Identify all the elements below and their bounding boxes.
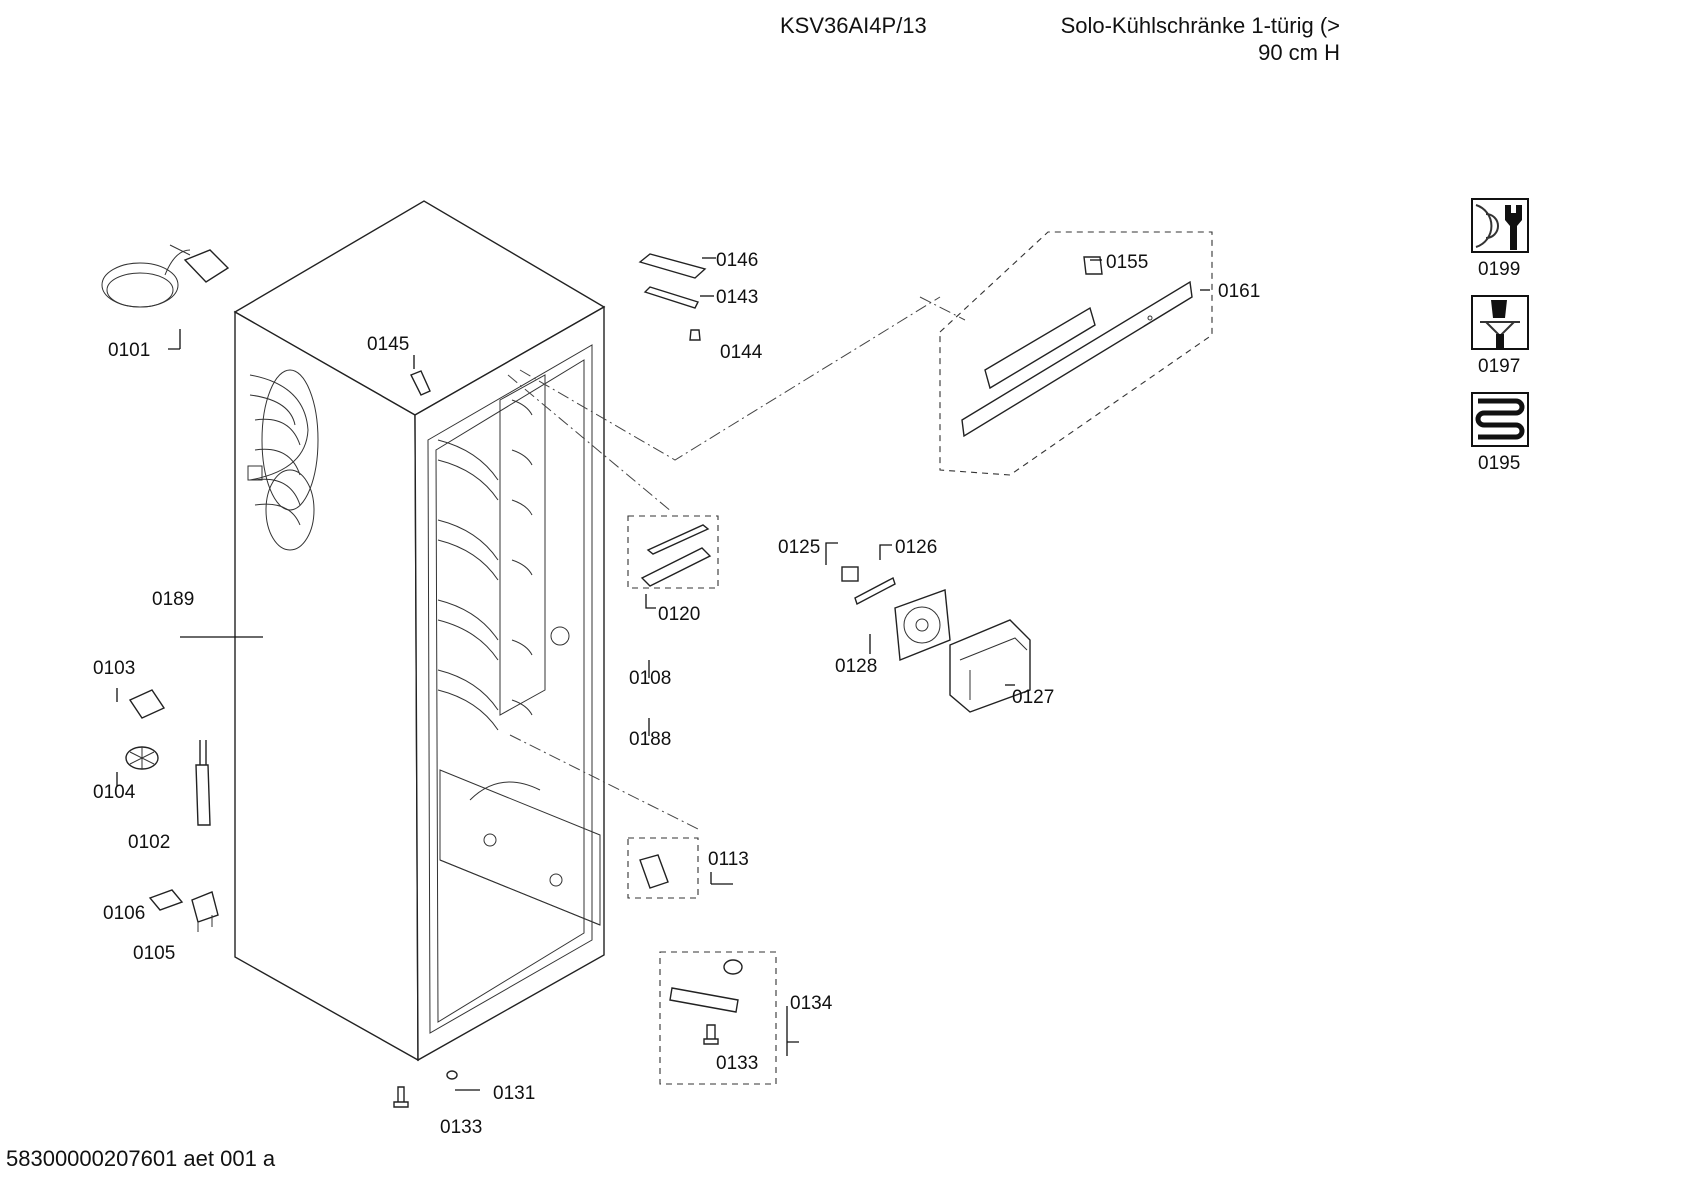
group-box-0120 xyxy=(627,515,719,589)
part-label-0102: 0102 xyxy=(128,832,170,853)
knob-part xyxy=(125,746,159,770)
category-title: Solo-Kühlschränke 1-türig (> 90 cm H xyxy=(1010,12,1340,66)
part-label-0144: 0144 xyxy=(720,342,763,363)
part-label-0133-hinge: 0133 xyxy=(716,1053,758,1074)
part-label-0104: 0104 xyxy=(93,782,136,803)
category-line-1: Solo-Kühlschränke 1-türig (> xyxy=(1060,13,1340,38)
fan-cover-part xyxy=(949,619,1031,713)
part-label-0128: 0128 xyxy=(835,656,877,677)
part-label-0146: 0146 xyxy=(716,250,758,271)
part-label-0188: 0188 xyxy=(629,729,671,750)
model-number: KSV36AI4P/13 xyxy=(780,13,927,38)
legend: 0199 0197 0195 xyxy=(1471,198,1529,474)
screw-part xyxy=(703,1024,719,1045)
part-label-0113: 0113 xyxy=(708,849,749,870)
hinge-plate-part xyxy=(643,286,699,309)
heating-coil-icon xyxy=(1471,392,1529,447)
sensor-part xyxy=(195,740,211,826)
lamp-holder-part xyxy=(640,524,712,587)
control-panel-part xyxy=(961,256,1193,438)
lamp-part xyxy=(128,689,166,719)
part-label-0155: 0155 xyxy=(1106,252,1148,273)
leader-lines xyxy=(116,257,1210,1091)
foot-cap-part xyxy=(446,1070,458,1080)
part-label-0108: 0108 xyxy=(629,668,671,689)
part-label-0134: 0134 xyxy=(790,993,833,1014)
part-label-0161: 0161 xyxy=(1218,281,1260,302)
fan-part xyxy=(894,589,951,661)
foot-screw-part xyxy=(393,1086,409,1108)
group-box-0113 xyxy=(627,837,699,899)
part-label-0131: 0131 xyxy=(493,1083,535,1104)
part-label-0127: 0127 xyxy=(1012,687,1054,708)
clip-part xyxy=(148,889,184,911)
power-cord-part xyxy=(101,244,230,308)
pin-part xyxy=(410,370,431,396)
part-label-0126: 0126 xyxy=(895,537,937,558)
legend-label-0199: 0199 xyxy=(1478,259,1520,280)
hinge-pin-part xyxy=(689,329,701,341)
category-line-2: 90 cm H xyxy=(1258,40,1340,65)
bracket-part xyxy=(854,576,896,606)
wrench-nut-icon xyxy=(1471,198,1529,253)
part-label-0105: 0105 xyxy=(133,943,175,964)
part-label-0143: 0143 xyxy=(716,287,758,308)
part-label-0145: 0145 xyxy=(367,334,409,355)
group-box-0134 xyxy=(659,951,777,1085)
part-label-0101: 0101 xyxy=(108,340,150,361)
part-label-0189: 0189 xyxy=(152,589,194,610)
lower-hinge-part xyxy=(669,959,743,1013)
part-label-0120: 0120 xyxy=(658,604,700,625)
part-label-0133-foot: 0133 xyxy=(440,1117,482,1138)
part-labels: 0101 0145 0146 0143 0144 0155 0161 0189 … xyxy=(93,250,1260,1138)
document-code: 58300000207601 aet 001 a xyxy=(6,1146,276,1171)
thermostat-part xyxy=(191,891,219,932)
legend-label-0197: 0197 xyxy=(1478,356,1520,377)
group-box-0161 xyxy=(939,231,1213,476)
fridge-cabinet xyxy=(233,200,606,1062)
door-switch-part xyxy=(639,854,669,889)
legend-label-0195: 0195 xyxy=(1478,453,1520,474)
part-label-0106: 0106 xyxy=(103,903,145,924)
part-label-0103: 0103 xyxy=(93,658,135,679)
part-label-0125: 0125 xyxy=(778,537,820,558)
hinge-cover-part xyxy=(638,253,707,279)
screwdriver-icon xyxy=(1471,295,1529,350)
switch-part xyxy=(841,566,859,582)
